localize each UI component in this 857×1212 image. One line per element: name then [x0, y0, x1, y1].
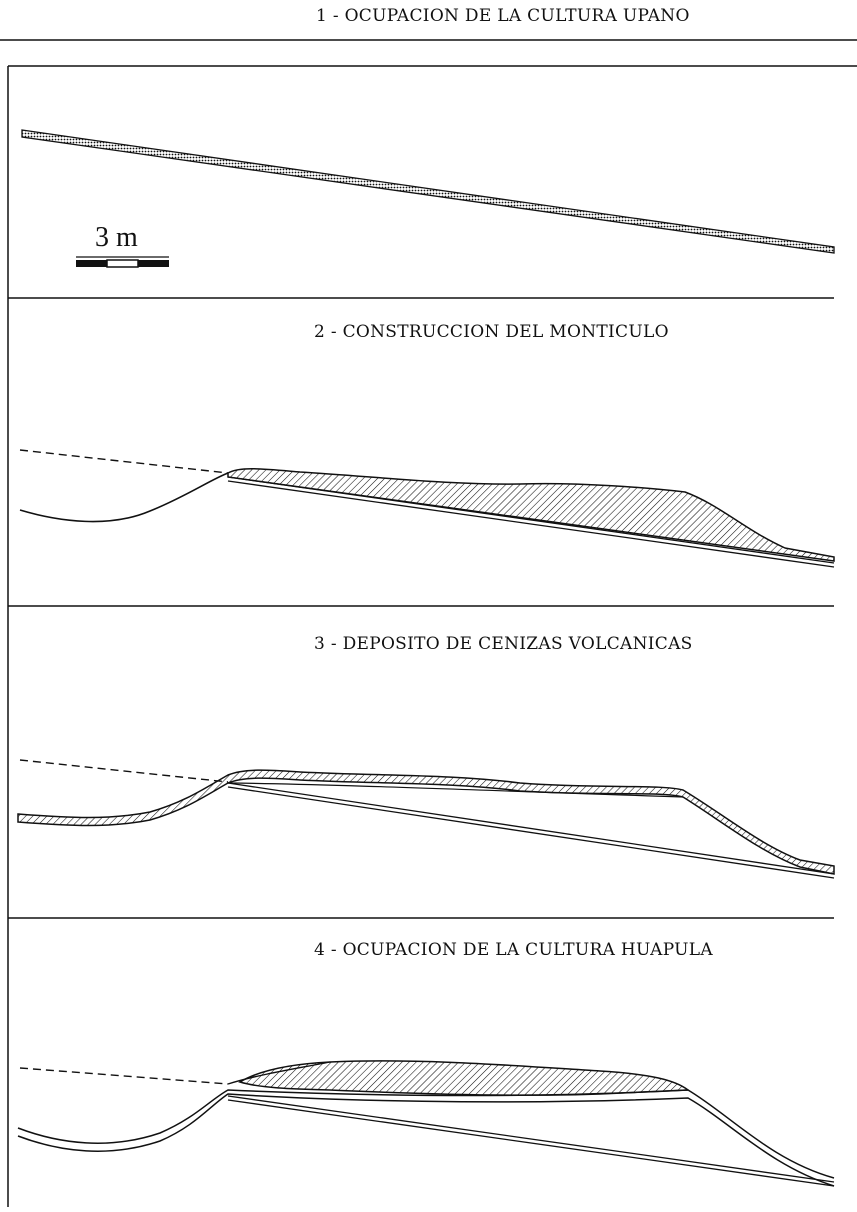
panel-4-section: [17, 1060, 835, 1187]
panel-2-title: 2 - CONSTRUCCION DEL MONTICULO: [314, 322, 669, 342]
volcanic-ash-layer: [17, 769, 835, 875]
panel-2-section: [19, 449, 835, 568]
panel-3-section: [17, 759, 835, 879]
ditch-profile: [19, 472, 229, 523]
mound-outer-profile: [17, 1089, 835, 1179]
mound-fill: [227, 467, 835, 562]
old-surface-line: [227, 476, 835, 564]
prior-ground-dashed: [19, 759, 229, 783]
old-surface-line: [227, 782, 835, 875]
panel-3-title: 3 - DEPOSITO DE CENIZAS VOLCANICAS: [314, 634, 693, 654]
huapula-occupation-layer: [238, 1060, 691, 1096]
panel-4-title: 4 - OCUPACION DE LA CULTURA HUAPULA: [314, 940, 713, 960]
prior-ground-dashed: [19, 449, 229, 474]
mound-upper-line: [227, 1061, 331, 1085]
scale-bar: [76, 256, 169, 268]
panel-1-title: 1 - OCUPACION DE LA CULTURA UPANO: [316, 6, 690, 26]
mound-inner-profile: [17, 1093, 835, 1187]
prior-ground-dashed: [19, 1067, 229, 1085]
mound-top-line: [227, 782, 684, 798]
old-surface-line: [227, 1095, 835, 1183]
old-surface-line-lower: [227, 1099, 835, 1187]
panel-1-section: [21, 129, 835, 254]
upano-occupation-layer: [21, 129, 835, 254]
scale-bar-label: 3 m: [95, 222, 138, 253]
old-surface-line-lower: [227, 786, 835, 879]
old-surface-line-lower: [227, 480, 835, 568]
